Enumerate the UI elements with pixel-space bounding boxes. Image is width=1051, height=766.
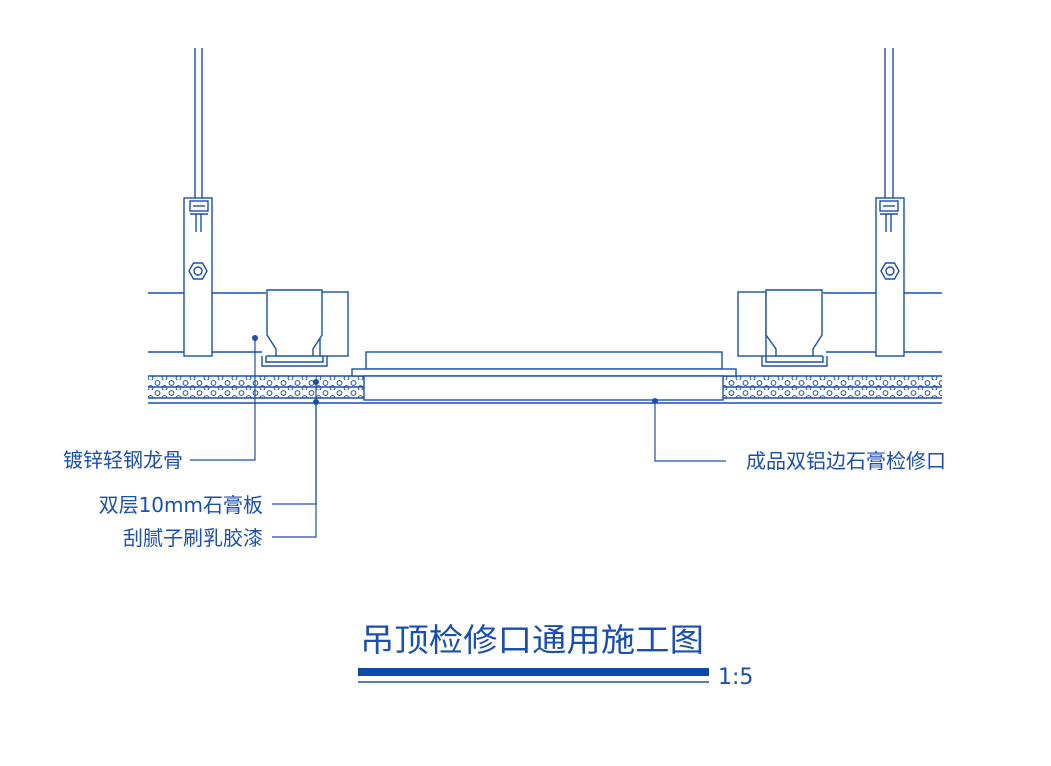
- callout-keel: 镀锌轻钢龙骨: [63, 448, 183, 472]
- callout-gypsum-board: 双层10mm石膏板: [99, 493, 263, 517]
- right-gypsum-board: [723, 375, 942, 399]
- main-carrying-channel: [148, 292, 942, 353]
- left-hanger-rod: [194, 48, 203, 198]
- leader-keel: [190, 335, 258, 461]
- left-gypsum-board: [148, 375, 364, 399]
- right-hanger-clip: [875, 197, 905, 357]
- drawing-scale: 1:5: [718, 665, 753, 690]
- right-keel-profile: [737, 289, 828, 367]
- left-keel-profile: [261, 289, 349, 367]
- leader-finish: [272, 399, 319, 538]
- left-hanger-clip: [183, 197, 213, 357]
- callout-access-panel: 成品双铝边石膏检修口: [746, 449, 946, 473]
- callout-finish: 刮腻子刷乳胶漆: [123, 526, 263, 550]
- access-panel: [351, 351, 737, 401]
- right-hanger-rod: [884, 48, 894, 198]
- drawing-title: 吊顶检修口通用施工图: [360, 621, 704, 659]
- title-underline: [358, 668, 709, 676]
- leader-access-panel: [652, 398, 726, 462]
